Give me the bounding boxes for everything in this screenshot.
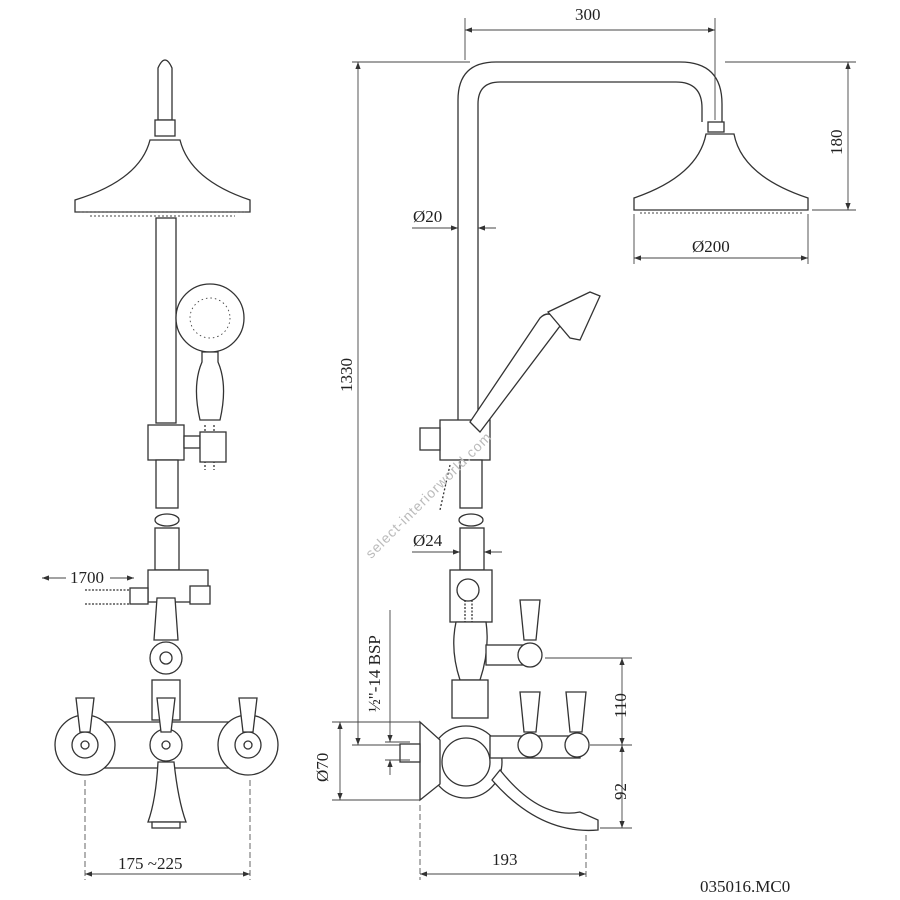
inlet-nipple <box>399 743 421 763</box>
side-spout <box>491 768 599 832</box>
dim-spout-drop: 92 <box>611 783 630 800</box>
front-view <box>42 59 279 880</box>
dim-hose-length: 1700 <box>70 568 104 587</box>
side-shower-head <box>633 133 809 211</box>
front-riser-pipe <box>155 217 177 424</box>
dim-lower-pipe-diameter: Ø24 <box>413 531 443 550</box>
front-slide-bracket <box>147 424 185 461</box>
front-hose <box>85 589 130 605</box>
hand-shower-head <box>175 283 245 353</box>
wall-flange <box>419 720 441 802</box>
side-hand-shower <box>469 313 561 433</box>
dim-arm-projection: 300 <box>575 5 601 24</box>
product-code: 035016.MC0 <box>700 877 791 896</box>
front-spout <box>147 761 187 823</box>
dim-head-diameter: Ø200 <box>692 237 730 256</box>
dim-inlet-thread: ½"-14 BSP <box>365 635 384 712</box>
dim-inlet-centres: 175 ~225 <box>118 854 183 873</box>
hand-shower-handle <box>195 351 225 421</box>
dim-riser-diameter: Ø20 <box>413 207 443 226</box>
collar <box>154 119 176 137</box>
dim-total-height: 1330 <box>337 358 356 392</box>
gooseneck-arm <box>457 61 723 420</box>
dim-spout-projection: 193 <box>492 850 518 869</box>
front-shower-head <box>74 139 251 213</box>
dim-head-drop: 180 <box>827 129 846 156</box>
side-view <box>332 18 856 880</box>
dim-valve-spacing: 110 <box>611 693 630 718</box>
dim-flange-diameter: Ø70 <box>313 752 332 782</box>
finial <box>157 59 173 121</box>
